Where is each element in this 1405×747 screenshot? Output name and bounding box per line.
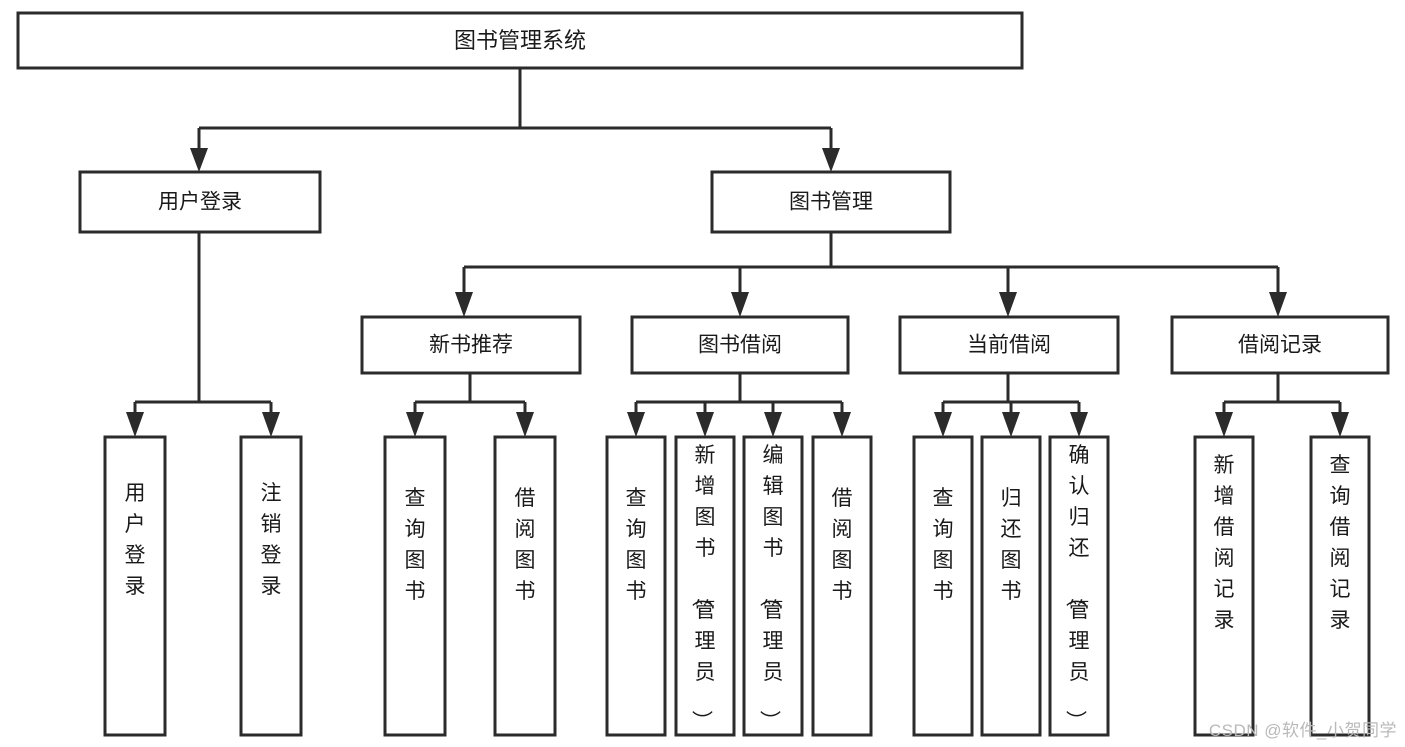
node-book-management[interactable]: 图书管理 [710, 170, 952, 234]
leaf-new-book-1[interactable]: 借阅图书 [493, 435, 557, 737]
arrow-head-leaf-borrowrecord-0 [1215, 412, 1233, 437]
node-current-borrow-label: 当前借阅 [967, 334, 1051, 357]
leaf-user-login-1-box[interactable] [239, 435, 303, 737]
arrow-head-bookborrow [731, 292, 749, 317]
node-user-login[interactable]: 用户登录 [78, 170, 322, 234]
leaf-current-borrow-2-label: 确认归还（管理员） [1064, 444, 1090, 731]
leaf-user-login-0-label: 用户登录 [125, 482, 146, 598]
leaf-current-borrow-1-box[interactable] [980, 435, 1042, 737]
leaf-book-borrow-1-label: 新增图书（管理员） [690, 444, 716, 731]
leaf-current-borrow-1-label: 归还图书 [1001, 487, 1022, 603]
leaf-borrow-record-0-box[interactable] [1193, 435, 1255, 737]
node-user-login-box[interactable] [78, 170, 322, 234]
arrow-head-leaf-newbook-0 [406, 412, 424, 437]
node-new-book-recommend-box[interactable] [360, 315, 582, 375]
leaf-book-borrow-0-label: 查询图书 [626, 487, 647, 603]
node-book-management-label: 图书管理 [789, 191, 873, 214]
node-book-borrow[interactable]: 图书借阅 [630, 315, 850, 375]
leaf-book-borrow-1-box[interactable] [674, 435, 736, 737]
leaf-user-login-0[interactable]: 用户登录 [103, 435, 167, 737]
leaf-book-borrow-0[interactable]: 查询图书 [605, 435, 667, 737]
node-book-management-box[interactable] [710, 170, 952, 234]
node-root-label: 图书管理系统 [454, 28, 586, 53]
leaf-new-book-0[interactable]: 查询图书 [383, 435, 447, 737]
arrow-head-leaf-currentborrow-1 [1002, 412, 1020, 437]
leaf-book-borrow-2-box[interactable] [742, 435, 804, 737]
arrow-head-leaf-bookborrow-3 [833, 412, 851, 437]
arrow-head-leaf-borrowrecord-1 [1331, 412, 1349, 437]
node-borrow-record-box[interactable] [1170, 315, 1390, 375]
leaf-book-borrow-1[interactable]: 新增图书（管理员） [674, 435, 736, 737]
arrow-head-leaf-newbook-1 [516, 412, 534, 437]
leaf-current-borrow-2[interactable]: 确认归还（管理员） [1048, 435, 1110, 737]
node-root[interactable]: 图书管理系统 [16, 11, 1024, 70]
leaf-current-borrow-0-label: 查询图书 [933, 487, 954, 603]
arrow-head-leaf-currentborrow-0 [934, 412, 952, 437]
arrow-head-borrowrecord [1269, 292, 1287, 317]
arrow-head-currentborrow [999, 292, 1017, 317]
leaf-book-borrow-2-label: 编辑图书（管理员） [758, 444, 784, 731]
leaf-borrow-record-0-label: 新增借阅记录 [1214, 454, 1235, 632]
leaf-user-login-0-box[interactable] [103, 435, 167, 737]
arrow-head-userlogin [190, 148, 208, 172]
leaf-current-borrow-1[interactable]: 归还图书 [980, 435, 1042, 737]
node-current-borrow[interactable]: 当前借阅 [898, 315, 1120, 375]
node-book-borrow-label: 图书借阅 [698, 334, 782, 357]
node-user-login-label: 用户登录 [158, 191, 242, 214]
arrow-head-leaf-userlogin-1 [262, 412, 280, 437]
leaf-current-borrow-0[interactable]: 查询图书 [912, 435, 974, 737]
arrow-head-leaf-bookborrow-1 [696, 412, 714, 437]
node-current-borrow-box[interactable] [898, 315, 1120, 375]
node-borrow-record-label: 借阅记录 [1238, 334, 1322, 357]
arrow-head-leaf-userlogin-0 [126, 412, 144, 437]
leaf-borrow-record-1-box[interactable] [1309, 435, 1371, 737]
arrow-head-bookmgmt [822, 148, 840, 172]
leaf-book-borrow-0-box[interactable] [605, 435, 667, 737]
node-root-box[interactable] [16, 11, 1024, 70]
leaf-current-borrow-2-box[interactable] [1048, 435, 1110, 737]
leaf-new-book-0-label: 查询图书 [405, 487, 426, 603]
leaf-user-login-1[interactable]: 注销登录 [239, 435, 303, 737]
leaf-new-book-0-box[interactable] [383, 435, 447, 737]
leaf-book-borrow-3-box[interactable] [811, 435, 873, 737]
leaf-book-borrow-2[interactable]: 编辑图书（管理员） [742, 435, 804, 737]
leaf-borrow-record-1-label: 查询借阅记录 [1330, 454, 1351, 632]
node-new-book-recommend[interactable]: 新书推荐 [360, 315, 582, 375]
node-borrow-record[interactable]: 借阅记录 [1170, 315, 1390, 375]
leaf-user-login-1-label: 注销登录 [261, 482, 282, 598]
node-new-book-recommend-label: 新书推荐 [429, 334, 513, 357]
node-book-borrow-box[interactable] [630, 315, 850, 375]
arrow-head-newbook [455, 292, 473, 317]
leaf-book-borrow-3[interactable]: 借阅图书 [811, 435, 873, 737]
connectors-layer [126, 68, 1349, 437]
leaf-borrow-record-0[interactable]: 新增借阅记录 [1193, 435, 1255, 737]
leaf-new-book-1-box[interactable] [493, 435, 557, 737]
arrow-head-leaf-bookborrow-2 [764, 412, 782, 437]
leaf-book-borrow-3-label: 借阅图书 [832, 487, 853, 603]
leaf-borrow-record-1[interactable]: 查询借阅记录 [1309, 435, 1371, 737]
arrow-head-leaf-currentborrow-2 [1070, 412, 1088, 437]
arrow-head-leaf-bookborrow-0 [627, 412, 645, 437]
leaf-new-book-1-label: 借阅图书 [515, 487, 536, 603]
leaf-current-borrow-0-box[interactable] [912, 435, 974, 737]
